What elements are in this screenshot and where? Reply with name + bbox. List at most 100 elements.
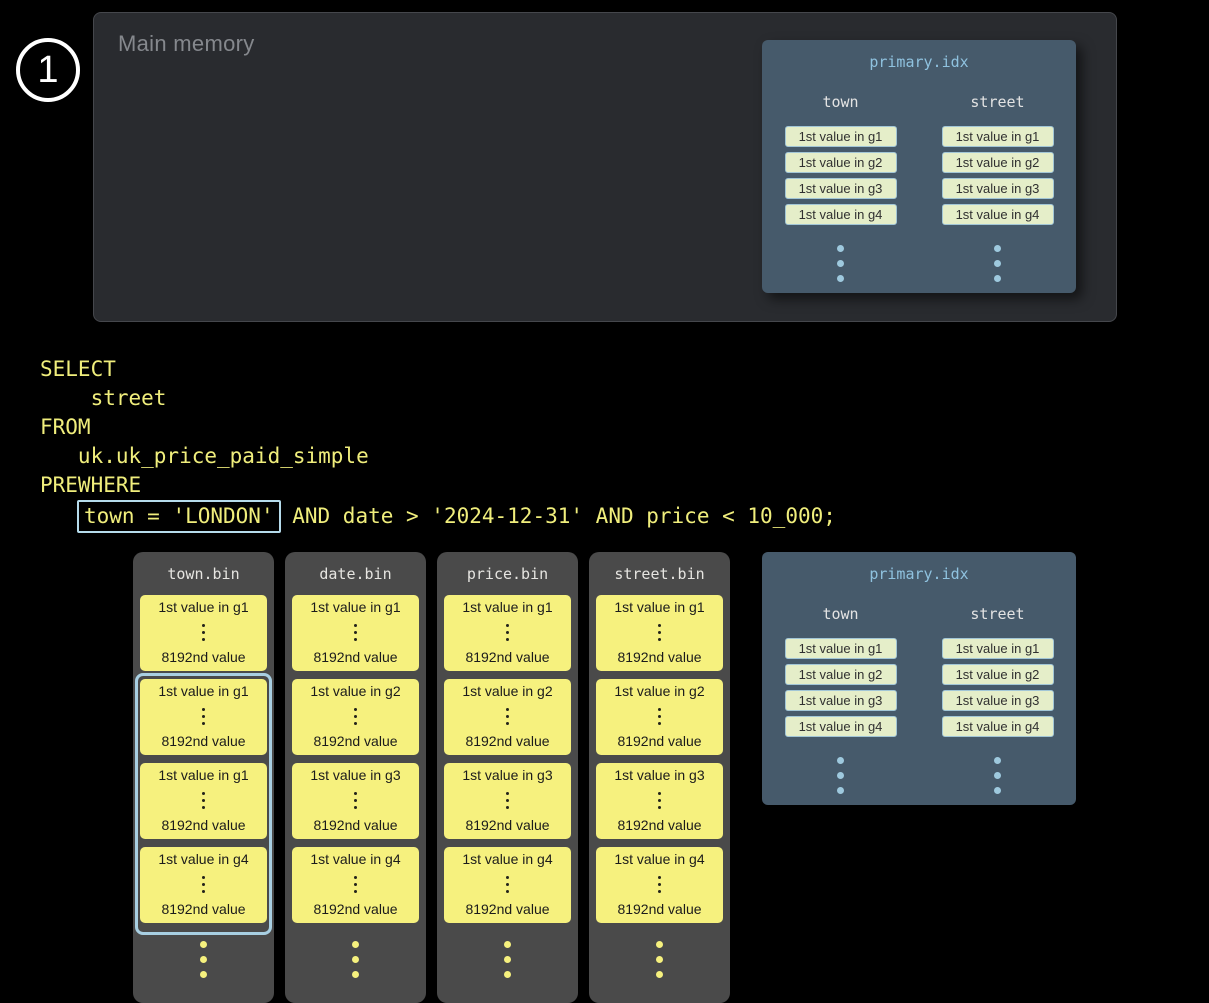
idx-column-street: street 1st value in g1 1st value in g2 1…: [919, 605, 1076, 798]
granule-box: 1st value in g2 8192nd value: [596, 679, 723, 755]
idx-town-cell-g2: 1st value in g2: [784, 664, 897, 685]
granule-last-value: 8192nd value: [161, 901, 246, 917]
primary-idx-title: primary.idx: [869, 565, 969, 583]
bin-column-title: street.bin: [614, 565, 705, 583]
primary-idx-title: primary.idx: [869, 53, 969, 71]
granule-ellipsis-icon: [354, 874, 357, 895]
granule-box: 1st value in g3 8192nd value: [444, 763, 571, 839]
main-memory-label: Main memory: [118, 31, 255, 56]
granule-first-value: 1st value in g3: [462, 767, 553, 783]
granule-box: 1st value in g1 8192nd value: [444, 595, 571, 671]
bin-column-town: town.bin 1st value in g1 8192nd value 1s…: [133, 552, 274, 1003]
idx-street-cell-g2: 1st value in g2: [941, 152, 1054, 173]
granule-ellipsis-icon: [658, 706, 661, 727]
sql-line-from: FROM: [40, 415, 91, 439]
primary-idx-panel-memory: primary.idx town 1st value in g1 1st val…: [762, 40, 1076, 293]
granule-ellipsis-icon: [658, 790, 661, 811]
granule-last-value: 8192nd value: [161, 649, 246, 665]
idx-street-cell-g4: 1st value in g4: [941, 716, 1054, 737]
granule-ellipsis-icon: [202, 706, 205, 727]
granule-last-value: 8192nd value: [313, 733, 398, 749]
granule-first-value: 1st value in g1: [462, 599, 553, 615]
sql-line-street: street: [40, 386, 167, 410]
idx-column-header-town: town: [822, 605, 859, 623]
granule-first-value: 1st value in g2: [614, 683, 705, 699]
sql-line-conditions: town = 'LONDON' AND date > '2024-12-31' …: [40, 500, 836, 534]
granule-ellipsis-icon: [506, 622, 509, 643]
granule-last-value: 8192nd value: [617, 817, 702, 833]
granule-first-value: 1st value in g2: [310, 683, 401, 699]
granule-last-value: 8192nd value: [161, 733, 246, 749]
idx-town-cell-g1: 1st value in g1: [784, 126, 897, 147]
granule-box: 1st value in g2 8192nd value: [292, 679, 419, 755]
idx-town-cell-g4: 1st value in g4: [784, 716, 897, 737]
granule-box: 1st value in g1 8192nd value: [140, 595, 267, 671]
granule-box: 1st value in g1 8192nd value: [140, 679, 267, 755]
granule-box: 1st value in g4 8192nd value: [140, 847, 267, 923]
idx-column-header-street: street: [970, 605, 1025, 623]
idx-street-cell-g3: 1st value in g3: [941, 690, 1054, 711]
ellipsis-icon: [589, 937, 730, 982]
ellipsis-icon: [837, 753, 844, 798]
step-number: 1: [37, 48, 59, 91]
granule-box: 1st value in g3 8192nd value: [292, 763, 419, 839]
primary-idx-columns: town 1st value in g1 1st value in g2 1st…: [762, 93, 1076, 286]
granule-first-value: 1st value in g4: [614, 851, 705, 867]
idx-town-cell-g3: 1st value in g3: [784, 690, 897, 711]
granule-last-value: 8192nd value: [465, 817, 550, 833]
idx-street-cell-g2: 1st value in g2: [941, 664, 1054, 685]
idx-town-cell-g4: 1st value in g4: [784, 204, 897, 225]
granule-first-value: 1st value in g3: [614, 767, 705, 783]
granule-ellipsis-icon: [506, 790, 509, 811]
granule-box: 1st value in g4 8192nd value: [444, 847, 571, 923]
primary-idx-panel-disk: primary.idx town 1st value in g1 1st val…: [762, 552, 1076, 805]
idx-town-cell-g2: 1st value in g2: [784, 152, 897, 173]
idx-column-town: town 1st value in g1 1st value in g2 1st…: [762, 93, 919, 286]
granule-ellipsis-icon: [202, 874, 205, 895]
granule-first-value: 1st value in g1: [158, 599, 249, 615]
granule-first-value: 1st value in g4: [462, 851, 553, 867]
granule-first-value: 1st value in g1: [158, 767, 249, 783]
idx-town-cell-g1: 1st value in g1: [784, 638, 897, 659]
ellipsis-icon: [133, 937, 274, 982]
sql-line-prewhere: PREWHERE: [40, 473, 142, 497]
granule-first-value: 1st value in g4: [158, 851, 249, 867]
granule-ellipsis-icon: [658, 874, 661, 895]
idx-column-header-town: town: [822, 93, 859, 111]
step-1-badge: 1: [16, 38, 80, 102]
granule-ellipsis-icon: [658, 622, 661, 643]
bin-column-street: street.bin 1st value in g1 8192nd value …: [589, 552, 730, 1003]
sql-query: SELECT street FROM uk.uk_price_paid_simp…: [40, 355, 836, 534]
granule-first-value: 1st value in g4: [310, 851, 401, 867]
granule-ellipsis-icon: [202, 622, 205, 643]
ellipsis-icon: [285, 937, 426, 982]
granule-ellipsis-icon: [506, 706, 509, 727]
granule-ellipsis-icon: [354, 706, 357, 727]
prewhere-town-highlight: town = 'LONDON': [76, 500, 281, 533]
granule-first-value: 1st value in g1: [614, 599, 705, 615]
bin-column-title: price.bin: [466, 565, 549, 583]
bin-column-price: price.bin 1st value in g1 8192nd value 1…: [437, 552, 578, 1003]
granule-last-value: 8192nd value: [617, 733, 702, 749]
granule-first-value: 1st value in g1: [310, 599, 401, 615]
idx-column-street: street 1st value in g1 1st value in g2 1…: [919, 93, 1076, 286]
idx-column-header-street: street: [970, 93, 1025, 111]
ellipsis-icon: [994, 241, 1001, 286]
sql-line-table: uk.uk_price_paid_simple: [40, 444, 369, 468]
idx-town-cell-g3: 1st value in g3: [784, 178, 897, 199]
granule-ellipsis-icon: [506, 874, 509, 895]
ellipsis-icon: [837, 241, 844, 286]
idx-street-cell-g3: 1st value in g3: [941, 178, 1054, 199]
granule-last-value: 8192nd value: [465, 901, 550, 917]
granule-box: 1st value in g1 8192nd value: [140, 763, 267, 839]
idx-street-cell-g4: 1st value in g4: [941, 204, 1054, 225]
granule-box: 1st value in g2 8192nd value: [444, 679, 571, 755]
granule-box: 1st value in g4 8192nd value: [596, 847, 723, 923]
bin-column-title: date.bin: [319, 565, 392, 583]
granule-box: 1st value in g4 8192nd value: [292, 847, 419, 923]
bin-column-date: date.bin 1st value in g1 8192nd value 1s…: [285, 552, 426, 1003]
granule-last-value: 8192nd value: [313, 649, 398, 665]
granule-box: 1st value in g1 8192nd value: [596, 595, 723, 671]
granule-last-value: 8192nd value: [617, 649, 702, 665]
